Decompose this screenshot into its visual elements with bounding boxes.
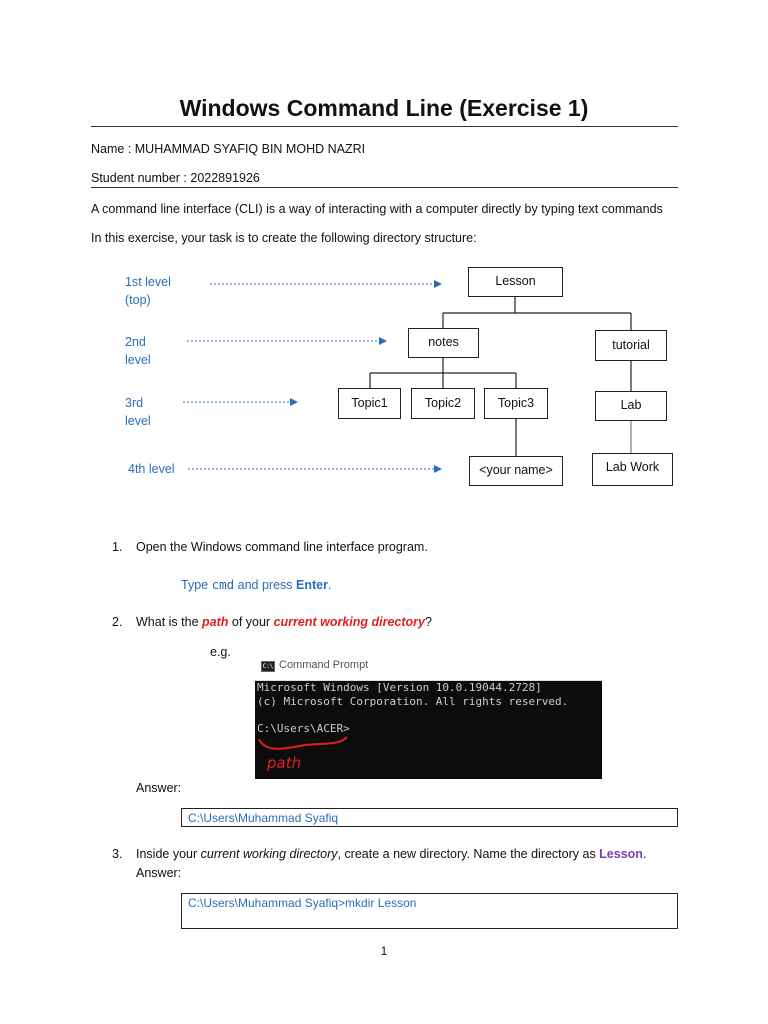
q2-number: 2.: [112, 615, 123, 629]
tree-node-lab-work: Lab Work: [592, 453, 673, 486]
page-title: Windows Command Line (Exercise 1): [179, 95, 589, 121]
tree-node-notes: notes: [408, 328, 479, 358]
task-paragraph: In this exercise, your task is to create…: [91, 231, 477, 245]
tree-node-topic2: Topic2: [411, 388, 475, 419]
q1-text: Open the Windows command line interface …: [136, 540, 428, 554]
q1-hint: Type cmd and press Enter.: [181, 577, 332, 592]
page-number: 1: [380, 944, 388, 958]
command-prompt-icon: C:\: [261, 661, 275, 672]
command-prompt-title: Command Prompt: [279, 659, 369, 671]
tree-node-your-name: <your name>: [469, 456, 563, 486]
handwritten-path-annotation: path: [258, 736, 348, 772]
svg-text:path: path: [266, 754, 301, 772]
q2-text: What is the path of your current working…: [136, 615, 432, 629]
level-3-label: 3rd level: [125, 396, 151, 428]
q3-answer-box[interactable]: C:\Users\Muhammad Syafiq>mkdir Lesson: [181, 893, 678, 929]
q3-answer-label: Answer:: [136, 866, 182, 880]
command-prompt-titlebar: C:\ Command Prompt: [255, 653, 602, 681]
tree-node-lesson: Lesson: [468, 267, 563, 297]
tree-node-lab: Lab: [595, 391, 667, 421]
student-number-line: Student number : 2022891926: [91, 171, 260, 185]
cmd-line-2: (c) Microsoft Corporation. All rights re…: [257, 695, 569, 708]
level-2-label: 2nd level: [125, 335, 151, 367]
q2-answer-label: Answer:: [136, 781, 182, 795]
intro-paragraph: A command line interface (CLI) is a way …: [91, 202, 663, 216]
command-prompt-screenshot: C:\ Command Prompt Microsoft Windows [Ve…: [255, 653, 602, 779]
header-rule: [91, 187, 678, 188]
tree-node-topic3: Topic3: [484, 388, 548, 419]
level-4-label: 4th level: [128, 462, 175, 476]
q2-eg-label: e.g.: [210, 645, 231, 659]
cmd-line-1: Microsoft Windows [Version 10.0.19044.27…: [257, 681, 542, 694]
tree-node-topic1: Topic1: [338, 388, 401, 419]
level-1-label: 1st level (top): [125, 275, 171, 307]
q2-answer-box[interactable]: C:\Users\Muhammad Syafiq: [181, 808, 678, 827]
q3-text: Inside your current working directory, c…: [136, 847, 647, 861]
q3-number: 3.: [112, 847, 123, 861]
q1-number: 1.: [112, 540, 123, 554]
name-line: Name : MUHAMMAD SYAFIQ BIN MOHD NAZRI: [91, 142, 366, 156]
cmd-line-3: C:\Users\ACER>: [257, 722, 350, 735]
tree-connectors: [369, 297, 632, 456]
tree-node-tutorial: tutorial: [595, 330, 667, 361]
title-rule: [91, 126, 678, 127]
